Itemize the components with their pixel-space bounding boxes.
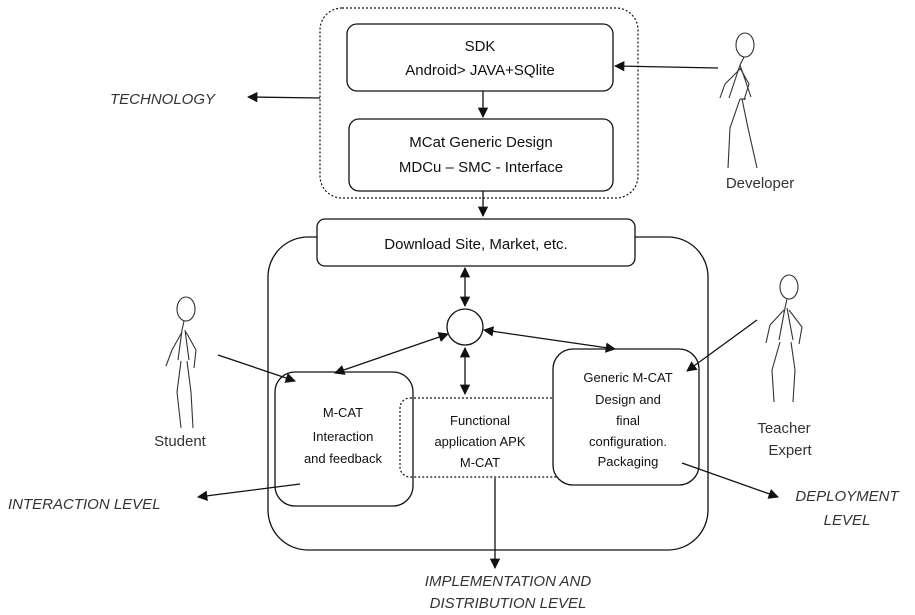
generic-box-line: Design and [595, 392, 661, 407]
technology-level-label: TECHNOLOGY [110, 91, 216, 108]
download-label: Download Site, Market, etc. [384, 236, 567, 253]
implementation-level-label: DISTRIBUTION LEVEL [430, 595, 587, 612]
student-figure [165, 296, 197, 429]
generic-design-box [552, 348, 700, 486]
expert-label: Expert [768, 442, 812, 459]
deployment-level-label: LEVEL [824, 512, 871, 529]
functional-box-line: Functional [450, 413, 510, 428]
developer-arrow [613, 60, 719, 72]
student-box-line: and feedback [304, 451, 383, 466]
teacher-figure [765, 274, 803, 403]
deployment-level-label: DEPLOYMENT [795, 488, 900, 505]
generic-box-line: configuration. [589, 434, 667, 449]
mcat-design-subtitle: MDCu – SMC - Interface [399, 159, 563, 176]
generic-box-line: Packaging [598, 454, 659, 469]
student-box-line: M-CAT [323, 405, 363, 420]
teacher-arrow [686, 319, 758, 372]
developer-figure [719, 32, 758, 169]
sdk-box [346, 23, 614, 92]
generic-box-line: final [616, 413, 640, 428]
interaction-level-arrow [196, 483, 301, 501]
student-label: Student [154, 433, 207, 450]
mcat-design-box [348, 118, 614, 192]
technology-level-arrow [246, 91, 321, 103]
implementation-level-label: IMPLEMENTATION AND [425, 573, 592, 590]
interaction-level-label: INTERACTION LEVEL [8, 496, 161, 513]
mcat-design-title: MCat Generic Design [409, 134, 552, 151]
student-arrow [217, 354, 296, 383]
download-box [316, 218, 636, 267]
generic-box-line: Generic M-CAT [583, 370, 672, 385]
deployment-level-arrow [681, 462, 779, 499]
student-box-line: Interaction [313, 429, 374, 444]
technology-container [319, 7, 639, 199]
teacher-label: Teacher [757, 420, 810, 437]
sdk-title: SDK [465, 38, 496, 55]
functional-box-line: application APK [434, 434, 525, 449]
hub-student-arrow [334, 332, 449, 375]
sdk-subtitle: Android> JAVA+SQlite [405, 62, 555, 79]
hub-circle [446, 308, 484, 346]
functional-box-line: M-CAT [460, 455, 500, 470]
hub-generic-arrow [482, 326, 617, 353]
functional-app-box [399, 397, 575, 478]
developer-label: Developer [726, 175, 794, 192]
